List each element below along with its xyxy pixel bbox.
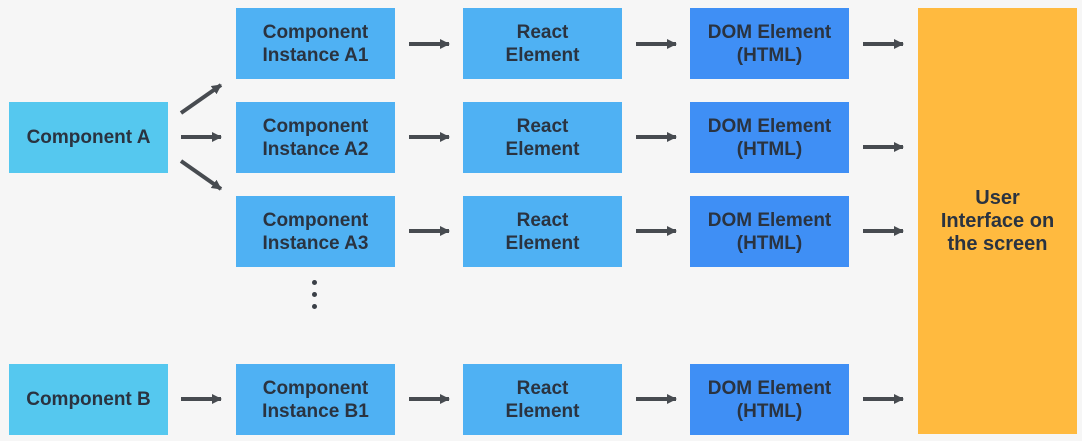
react-element-label: React Element [505,115,580,160]
dom-element-label: DOM Element (HTML) [707,377,832,422]
arrow-a-to-a1 [179,83,223,115]
instance-a1-label: Component Instance A1 [262,21,369,66]
dom-element-box-1: DOM Element (HTML) [690,8,849,79]
react-element-box-4: React Element [463,364,622,435]
dom-element-label: DOM Element (HTML) [707,21,832,66]
dom-element-label: DOM Element (HTML) [707,115,832,160]
react-element-label: React Element [505,21,580,66]
dom-element-box-2: DOM Element (HTML) [690,102,849,173]
instance-a2-label: Component Instance A2 [262,115,369,160]
dom-element-label: DOM Element (HTML) [707,209,832,254]
component-b-label: Component B [26,389,151,410]
instance-a3-label: Component Instance A3 [262,209,369,254]
react-element-box-3: React Element [463,196,622,267]
component-b-box: Component B [9,364,168,435]
instance-a3-box: Component Instance A3 [236,196,395,267]
component-a-box: Component A [9,102,168,173]
react-element-box-2: React Element [463,102,622,173]
instance-b1-label: Component Instance B1 [262,377,369,422]
react-element-box-1: React Element [463,8,622,79]
arrow-a-to-a3 [179,159,223,191]
react-element-label: React Element [505,209,580,254]
dom-element-box-3: DOM Element (HTML) [690,196,849,267]
instance-a2-box: Component Instance A2 [236,102,395,173]
dom-element-box-4: DOM Element (HTML) [690,364,849,435]
instance-b1-box: Component Instance B1 [236,364,395,435]
react-element-label: React Element [505,377,580,422]
user-interface-box: User Interface on the screen [918,8,1077,434]
more-instances-ellipsis [312,280,317,316]
user-interface-label: User Interface on the screen [940,186,1055,255]
component-a-label: Component A [26,127,151,148]
instance-a1-box: Component Instance A1 [236,8,395,79]
